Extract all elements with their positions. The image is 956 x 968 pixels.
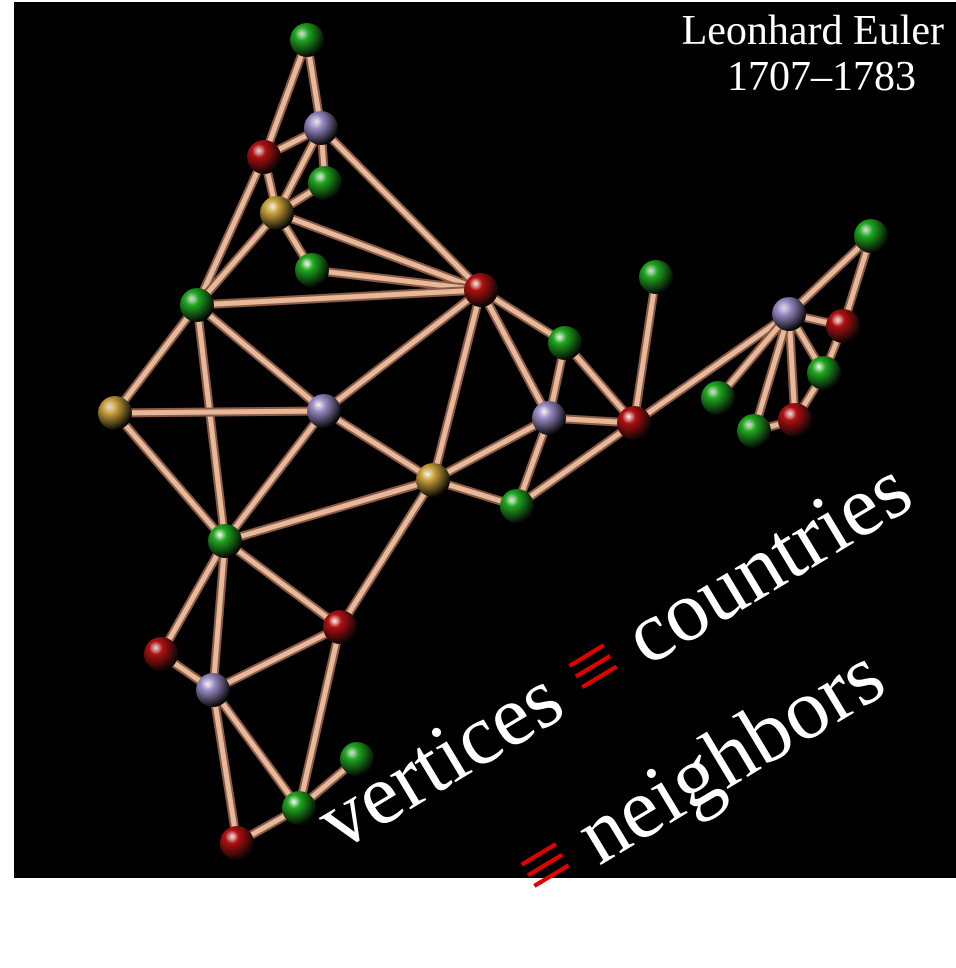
vertex-purple-n19 [196,673,230,707]
vertex-green-n25 [854,219,888,253]
vertex-red-n13 [617,406,651,440]
vertex-green-n8 [180,288,214,322]
vertex-purple-n2 [304,111,338,145]
caption-name: Leonhard Euler [636,8,956,54]
vertex-green-n4 [308,166,342,200]
vertex-red-n20 [144,637,178,671]
vertex-red-n3 [247,140,281,174]
vertex-red-n28 [778,403,812,437]
vertex-green-n11 [548,326,582,360]
vertex-green-n6 [295,253,329,287]
edge-n9-n10 [115,411,324,413]
vertex-red-n26 [826,309,860,343]
vertex-purple-n12 [532,401,566,435]
portrait-caption: Leonhard Euler 1707–1783 [636,8,956,100]
vertex-purple-n24 [772,297,806,331]
vertex-green-n27 [807,356,841,390]
vertex-yellow-n9 [98,396,132,430]
vertex-purple-n10 [307,394,341,428]
vertex-green-n14 [639,260,673,294]
vertex-red-n18 [323,610,357,644]
vertex-green-n29 [737,414,771,448]
vertex-green-n16 [500,489,534,523]
vertex-yellow-n5 [260,196,294,230]
vertex-red-n22 [220,826,254,860]
vertex-green-n1 [290,23,324,57]
vertex-red-n7 [464,273,498,307]
vertex-green-n17 [208,524,242,558]
vertex-green-n30 [701,381,735,415]
vertex-yellow-n15 [416,463,450,497]
caption-years: 1707–1783 [636,54,956,100]
